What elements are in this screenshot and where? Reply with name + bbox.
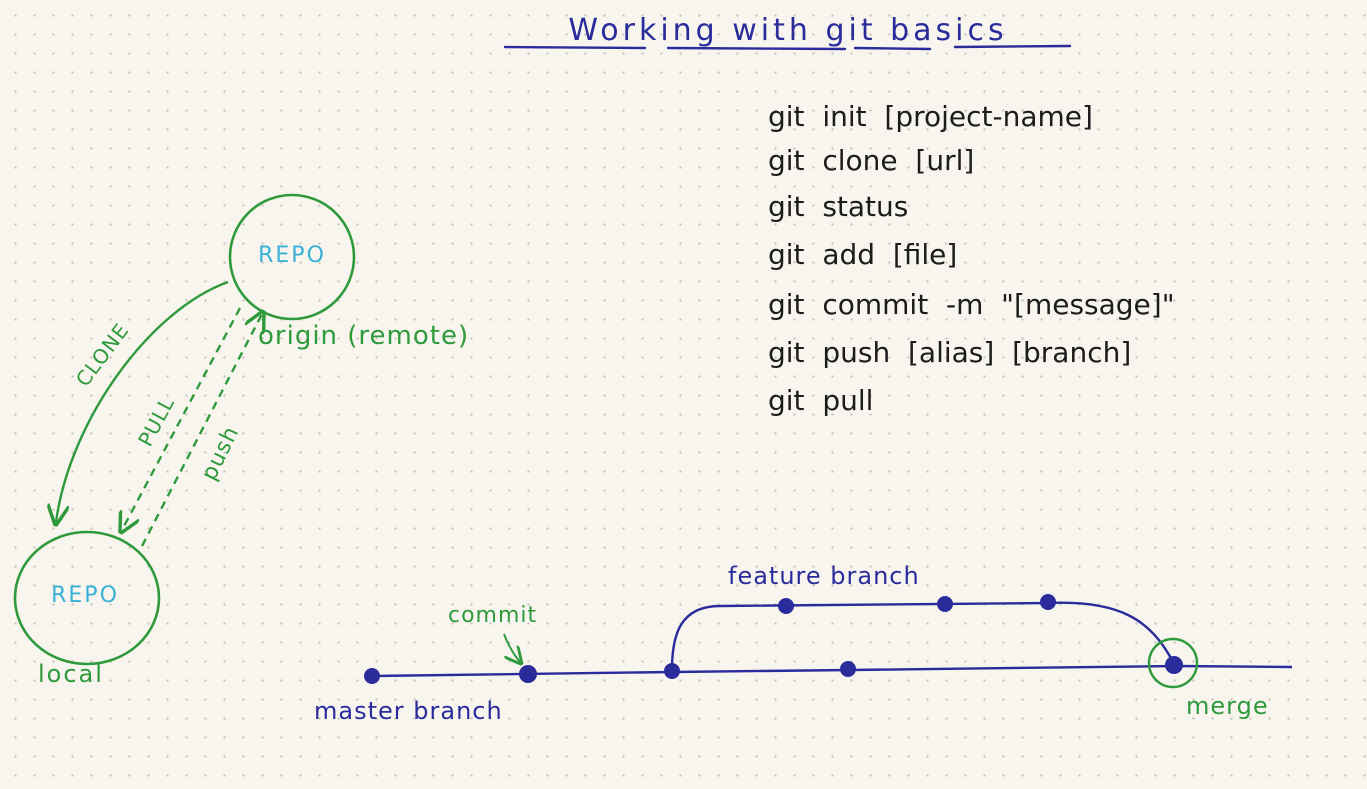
local-repo-label: REPO [51, 583, 119, 608]
remote-repo-circle [228, 193, 356, 321]
push-label: push [197, 422, 245, 484]
command-line: git clone [url] [768, 144, 974, 177]
remote-repo-label: REPO [258, 243, 326, 268]
command-line: git add [file] [768, 238, 957, 271]
merge-node [1165, 656, 1183, 674]
feature-branch-label: feature branch [728, 562, 920, 590]
branch-point-node [664, 663, 680, 679]
master-commit-node [840, 661, 856, 677]
title-underline [503, 44, 1072, 51]
clone-label: CLONE [71, 318, 134, 391]
command-list: git init [project-name] git clone [url] … [768, 100, 1175, 417]
commit-label: commit [448, 603, 537, 628]
command-line: git commit -m "[message]" [768, 288, 1175, 321]
repo-diagram: REPO origin (remote) REPO local CLONE PU… [13, 193, 469, 688]
command-line: git status [768, 190, 908, 223]
master-branch-label: master branch [314, 697, 503, 725]
feature-commit-node [1040, 594, 1056, 610]
feature-branch-line [670, 601, 1174, 671]
remote-caption: origin (remote) [258, 321, 469, 351]
merge-label: merge [1186, 692, 1269, 720]
master-commit-node [364, 668, 380, 684]
command-line: git init [project-name] [768, 100, 1093, 133]
push-arrow [140, 314, 262, 547]
branch-diagram: commit feature branch master branch merg… [314, 562, 1293, 725]
local-repo-circle [13, 530, 161, 666]
command-line: git push [alias] [branch] [768, 336, 1131, 369]
page-title: Working with git basics [568, 13, 1007, 48]
master-commit-node [519, 665, 537, 683]
commit-pointer-arrow [503, 633, 520, 662]
merge-highlight-circle [1147, 637, 1199, 689]
pull-label: PULL [133, 392, 179, 450]
title-group: Working with git basics [503, 13, 1072, 51]
feature-commit-node [937, 596, 953, 612]
feature-commit-node [778, 598, 794, 614]
master-branch-line [371, 664, 1293, 678]
command-line: git pull [768, 384, 873, 417]
pull-arrow [122, 307, 242, 530]
clone-arrow [56, 280, 229, 522]
local-caption: local [38, 660, 104, 688]
